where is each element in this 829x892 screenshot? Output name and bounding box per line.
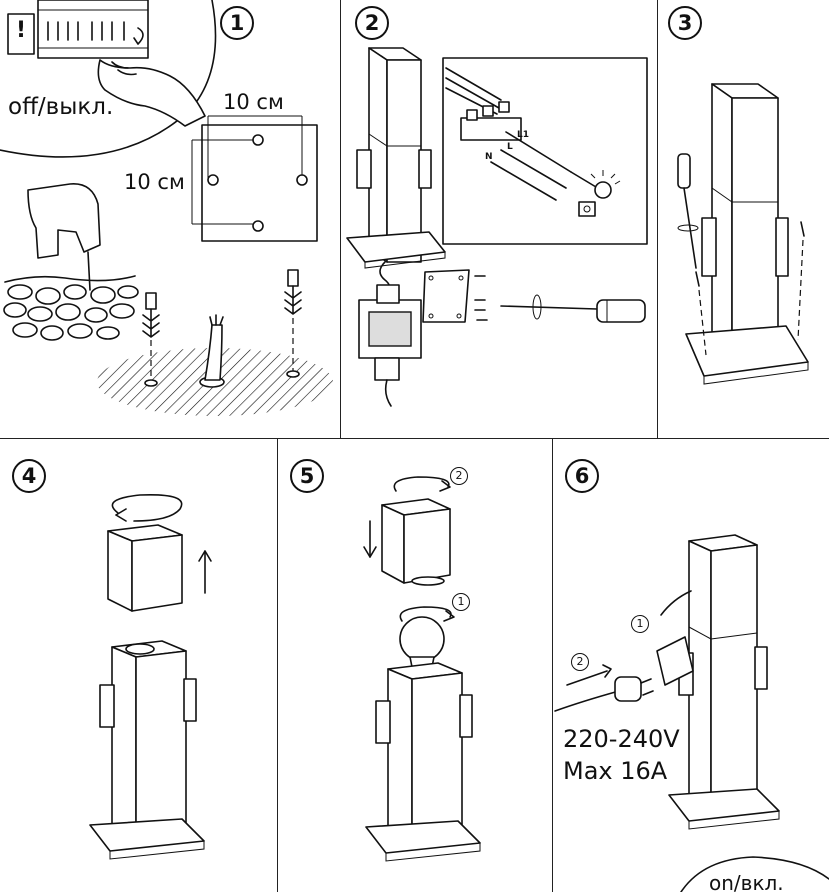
order-cap-marker: 2: [450, 467, 468, 485]
step-number-6: 6: [565, 459, 599, 493]
panel-step-6: 6 1 2 220-240V Max 16A on/вкл.: [553, 439, 829, 892]
breaker-magnifier-illustration: [0, 0, 333, 416]
plug-in-illustration: [554, 534, 780, 830]
mounting-illustration: [677, 83, 809, 385]
dimension-horizontal-label: 10 см: [223, 90, 284, 114]
terminal-l-label: L: [507, 142, 513, 152]
divider-vertical-top-1: [340, 0, 341, 438]
order-plug-marker: 2: [571, 653, 589, 671]
install-bulb-illustration: [363, 476, 481, 862]
terminal-l1-label: L1: [517, 130, 529, 140]
step-number-4: 4: [12, 459, 46, 493]
wiring-illustration: [346, 47, 648, 407]
panel-step-1: 1 ! off/выкл. 10 см 10 см: [0, 0, 340, 438]
divider-vertical-bottom-1: [277, 438, 278, 892]
panel-step-3: 3: [658, 0, 829, 438]
order-bulb-marker: 1: [452, 593, 470, 611]
panel-step-5: 5 2 1: [278, 439, 552, 892]
voltage-label: 220-240V: [563, 725, 680, 753]
current-label: Max 16A: [563, 757, 668, 785]
terminal-n-label: N: [485, 152, 493, 162]
step-number-5: 5: [290, 459, 324, 493]
remove-cap-illustration: [89, 493, 212, 860]
warning-mark: !: [16, 18, 27, 43]
panel-step-4: 4: [0, 439, 277, 892]
on-label: on/вкл.: [709, 871, 784, 892]
step-number-2: 2: [355, 6, 389, 40]
panel-step-2: 2 N L L1: [341, 0, 657, 438]
dimension-vertical-label: 10 см: [124, 170, 185, 194]
step-number-1: 1: [220, 6, 254, 40]
off-label: off/выкл.: [8, 94, 114, 120]
divider-horizontal: [0, 438, 829, 439]
divider-vertical-bottom-2: [552, 438, 553, 892]
on-magnifier-circle: [680, 856, 829, 892]
divider-vertical-top-2: [657, 0, 658, 438]
step-number-3: 3: [668, 6, 702, 40]
order-cover-marker: 1: [631, 615, 649, 633]
